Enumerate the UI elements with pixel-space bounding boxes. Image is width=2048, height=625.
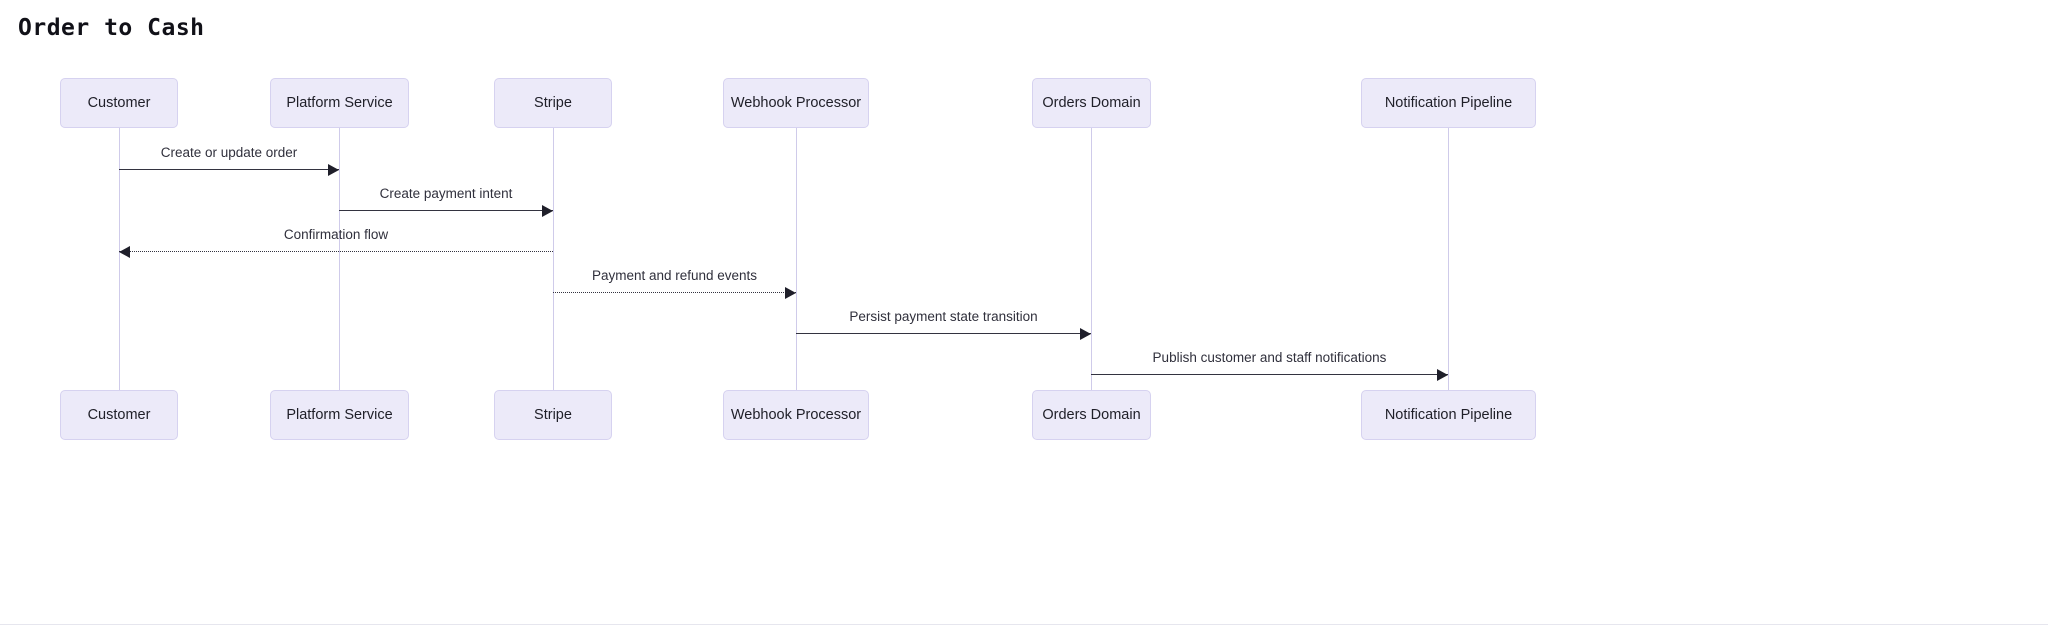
arrow-head-right-icon: [785, 287, 796, 299]
message-label: Payment and refund events: [591, 268, 758, 283]
arrow-head-right-icon: [328, 164, 339, 176]
lifeline-orders-domain: [1091, 128, 1092, 390]
arrow-head-right-icon: [1080, 328, 1091, 340]
participant-platform-service-bottom[interactable]: Platform Service: [270, 390, 409, 440]
participant-label: Stripe: [534, 407, 572, 423]
participant-label: Customer: [87, 95, 151, 111]
message-line: [553, 292, 796, 293]
participant-label: Notification Pipeline: [1384, 407, 1513, 423]
message-label: Create or update order: [160, 145, 298, 160]
message-line: [1091, 374, 1448, 375]
message-label: Create payment intent: [379, 186, 513, 201]
message-line: [339, 210, 553, 211]
participant-label: Webhook Processor: [730, 407, 862, 423]
message-label: Confirmation flow: [283, 227, 389, 242]
arrow-head-right-icon: [542, 205, 553, 217]
lifeline-platform-service: [339, 128, 340, 390]
participant-stripe-bottom[interactable]: Stripe: [494, 390, 612, 440]
arrow-head-left-icon: [119, 246, 130, 258]
participant-label: Platform Service: [286, 95, 393, 111]
participant-webhook-processor-top[interactable]: Webhook Processor: [723, 78, 869, 128]
lifeline-webhook-processor: [796, 128, 797, 390]
participant-label: Notification Pipeline: [1384, 95, 1513, 111]
message-line: [796, 333, 1091, 334]
participant-stripe-top[interactable]: Stripe: [494, 78, 612, 128]
message-line: [119, 251, 553, 252]
lifeline-notification-pipeline: [1448, 128, 1449, 390]
participant-notification-pipeline-bottom[interactable]: Notification Pipeline: [1361, 390, 1536, 440]
participant-label: Customer: [87, 407, 151, 423]
page-title: Order to Cash: [18, 15, 205, 41]
message-line: [119, 169, 339, 170]
message-label: Persist payment state transition: [849, 309, 1038, 324]
message-label: Publish customer and staff notifications: [1152, 350, 1387, 365]
participant-label: Stripe: [534, 95, 572, 111]
participant-webhook-processor-bottom[interactable]: Webhook Processor: [723, 390, 869, 440]
participant-label: Platform Service: [286, 407, 393, 423]
participant-customer-bottom[interactable]: Customer: [60, 390, 178, 440]
participant-label: Webhook Processor: [730, 95, 862, 111]
participant-orders-domain-bottom[interactable]: Orders Domain: [1032, 390, 1151, 440]
participant-notification-pipeline-top[interactable]: Notification Pipeline: [1361, 78, 1536, 128]
participant-orders-domain-top[interactable]: Orders Domain: [1032, 78, 1151, 128]
participant-platform-service-top[interactable]: Platform Service: [270, 78, 409, 128]
arrow-head-right-icon: [1437, 369, 1448, 381]
participant-label: Orders Domain: [1042, 95, 1141, 111]
participant-customer-top[interactable]: Customer: [60, 78, 178, 128]
participant-label: Orders Domain: [1042, 407, 1141, 423]
lifeline-stripe: [553, 128, 554, 390]
lifeline-customer: [119, 128, 120, 390]
